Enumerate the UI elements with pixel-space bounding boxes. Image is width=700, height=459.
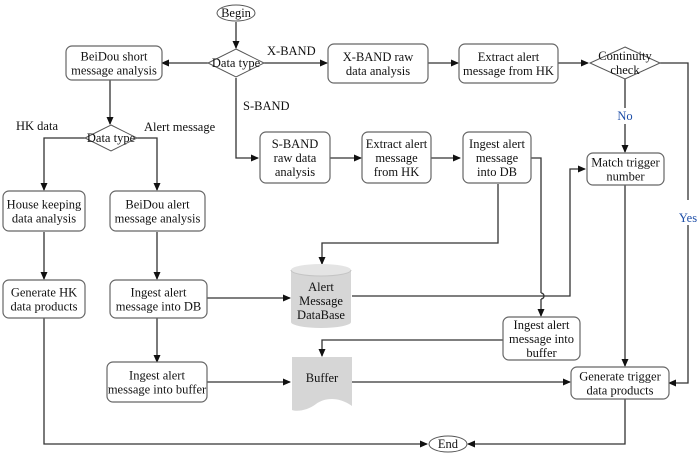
process-box <box>502 316 581 361</box>
continuity-label-2: check <box>610 63 640 77</box>
process-box <box>259 131 331 184</box>
alert-message-database: Alert Message DataBase <box>290 264 352 328</box>
edge-ingestdb-to-buffer-a <box>531 157 542 293</box>
label-yes: Yes <box>679 211 697 225</box>
label-no: No <box>617 109 632 123</box>
process-label: Generate HK <box>11 286 77 300</box>
label-alert-message: Alert message <box>144 120 216 134</box>
process-label: BeiDou alert <box>125 198 190 212</box>
decision-data-type-beidou: Data type <box>83 124 139 152</box>
process-label: analysis <box>275 165 315 179</box>
edge-ingestbuffer-to-buffer <box>318 339 503 357</box>
process-label: Ingest alert <box>131 286 187 300</box>
database-label-1: Alert <box>308 280 334 294</box>
process-label: message into <box>509 332 574 346</box>
process-box <box>2 279 86 319</box>
process-label: BeiDou short <box>80 50 148 64</box>
process-label: message into buffer <box>108 383 207 397</box>
process-box <box>462 131 532 184</box>
decision-data-type-beidou-label: Data type <box>87 131 136 145</box>
process-label: buffer <box>526 346 557 360</box>
edges <box>40 22 689 448</box>
process-label: message <box>375 151 418 165</box>
process-box <box>65 45 163 81</box>
process-label: message into DB <box>116 300 201 314</box>
process-box <box>109 190 206 232</box>
label-xband: X-BAND <box>267 44 316 58</box>
process-box <box>458 43 559 84</box>
label-sband: S-BAND <box>243 99 290 113</box>
process-label: Ingest alert <box>469 137 525 151</box>
process-label: message <box>476 151 519 165</box>
edge-datatype-to-housekeeping <box>40 137 85 191</box>
decision-data-type-main: Data type <box>206 48 266 78</box>
process-label: from HK <box>374 165 419 179</box>
edge-continuity-yes-a <box>660 62 689 200</box>
buffer-label: Buffer <box>306 371 339 385</box>
process-label: data analysis <box>12 212 76 226</box>
process-box <box>106 361 208 403</box>
process-label: data products <box>587 384 654 398</box>
process-label: into DB <box>477 165 517 179</box>
process-label: Extract alert <box>366 137 428 151</box>
process-label: S-BAND <box>272 137 319 151</box>
decision-data-type-main-label: Data type <box>212 56 261 70</box>
edge-generatehk-to-end <box>43 318 428 448</box>
end-label: End <box>438 437 459 451</box>
process-label: Generate trigger <box>579 370 661 384</box>
edge-continuity-yes-b <box>668 225 689 387</box>
process-label: Extract alert <box>478 50 540 64</box>
database-label-2: Message <box>299 294 343 308</box>
process-label: raw data <box>274 151 317 165</box>
process-box <box>109 279 208 319</box>
process-label: Ingest alert <box>514 318 570 332</box>
edge-database-to-match <box>352 165 586 297</box>
process-label: message analysis <box>115 212 201 226</box>
process-box <box>586 152 665 186</box>
process-box <box>327 43 429 84</box>
begin-label: Begin <box>221 6 252 20</box>
process-label: Ingest alert <box>129 369 185 383</box>
process-label: number <box>606 170 645 184</box>
decision-continuity-check: Continuity check <box>588 46 662 80</box>
continuity-label-1: Continuity <box>598 49 652 63</box>
process-label: data analysis <box>346 64 410 78</box>
process-label: X-BAND raw <box>343 50 413 64</box>
process-label: message analysis <box>71 64 157 78</box>
process-label: Match trigger <box>591 156 660 170</box>
edge-ingestdb-to-database <box>318 184 499 265</box>
edge-generatetrigger-to-end <box>467 399 626 448</box>
edge-datatype-to-beidoualert <box>137 137 161 191</box>
process-label: data products <box>11 300 78 314</box>
label-hk-data: HK data <box>16 119 58 133</box>
edge-datatype-to-sband <box>235 78 259 162</box>
begin-terminal: Begin <box>216 4 256 22</box>
buffer-storage: Buffer <box>292 357 352 411</box>
process-box <box>570 366 670 400</box>
process-label: House keeping <box>7 198 82 212</box>
process-label: message from HK <box>463 64 554 78</box>
database-label-3: DataBase <box>297 308 345 322</box>
process-box <box>361 131 432 184</box>
process-box <box>2 190 86 232</box>
end-terminal: End <box>428 435 468 453</box>
